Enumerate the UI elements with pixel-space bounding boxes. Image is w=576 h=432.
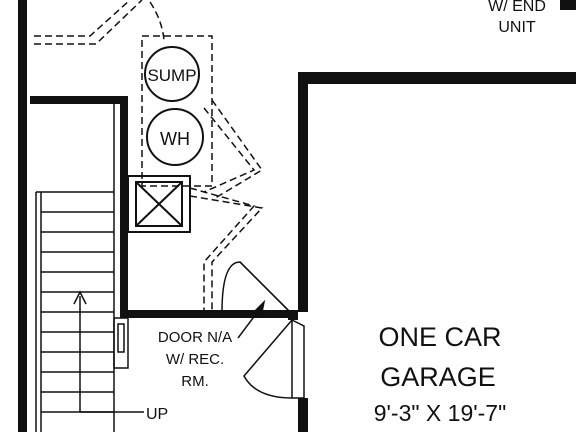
dashed-line-right <box>211 99 264 201</box>
sump-pit <box>144 46 200 102</box>
sump-label: SUMP <box>147 66 196 85</box>
garage-top-wall <box>298 72 576 84</box>
garage-left-wall-lower <box>298 402 308 432</box>
dashed-line-upper-2 <box>34 0 143 45</box>
door-na-swing <box>221 261 293 315</box>
end-unit-label-line1: W/ END <box>488 0 546 15</box>
garage-entry-door <box>243 318 305 399</box>
dashed-outlines <box>34 0 264 310</box>
water-heater <box>146 108 204 166</box>
left-exterior-wall <box>18 0 27 432</box>
stair-walls <box>30 96 308 404</box>
door-jamb-lower <box>298 398 308 404</box>
stair-top-wall <box>30 96 128 104</box>
garage-label-line2: GARAGE <box>380 362 496 392</box>
stair-right-wall <box>120 96 128 318</box>
stair-treads <box>41 211 114 413</box>
garage-label-line1: ONE CAR <box>378 322 501 352</box>
garage-dimensions: 9'-3" X 19'-7" <box>374 400 507 426</box>
door-jamb <box>288 310 298 320</box>
door-note-line2: W/ REC. <box>166 351 224 368</box>
door-note-line1: DOOR N/A <box>158 329 232 346</box>
water-heater-label: WH <box>160 129 190 149</box>
stair-bottom-wall <box>120 310 298 318</box>
dashed-line-upper <box>34 0 131 37</box>
stairs-up-label: UP <box>146 406 168 423</box>
right-wall-stub <box>560 0 576 10</box>
stair-up-arrow <box>73 290 144 413</box>
dashed-line-lower <box>189 195 264 310</box>
furnace-box <box>127 175 191 233</box>
dashed-arc <box>149 1 165 41</box>
handrail-post <box>113 317 129 369</box>
door-note-arrow <box>237 299 266 339</box>
door-note-line3: RM. <box>181 373 209 390</box>
dashed-line-lower-2 <box>189 187 256 310</box>
end-unit-label-line2: UNIT <box>498 19 536 36</box>
stair-outline <box>35 104 115 432</box>
garage-left-wall-upper <box>298 72 308 312</box>
dashed-line-right-2 <box>203 107 256 193</box>
exterior-walls <box>18 0 576 432</box>
